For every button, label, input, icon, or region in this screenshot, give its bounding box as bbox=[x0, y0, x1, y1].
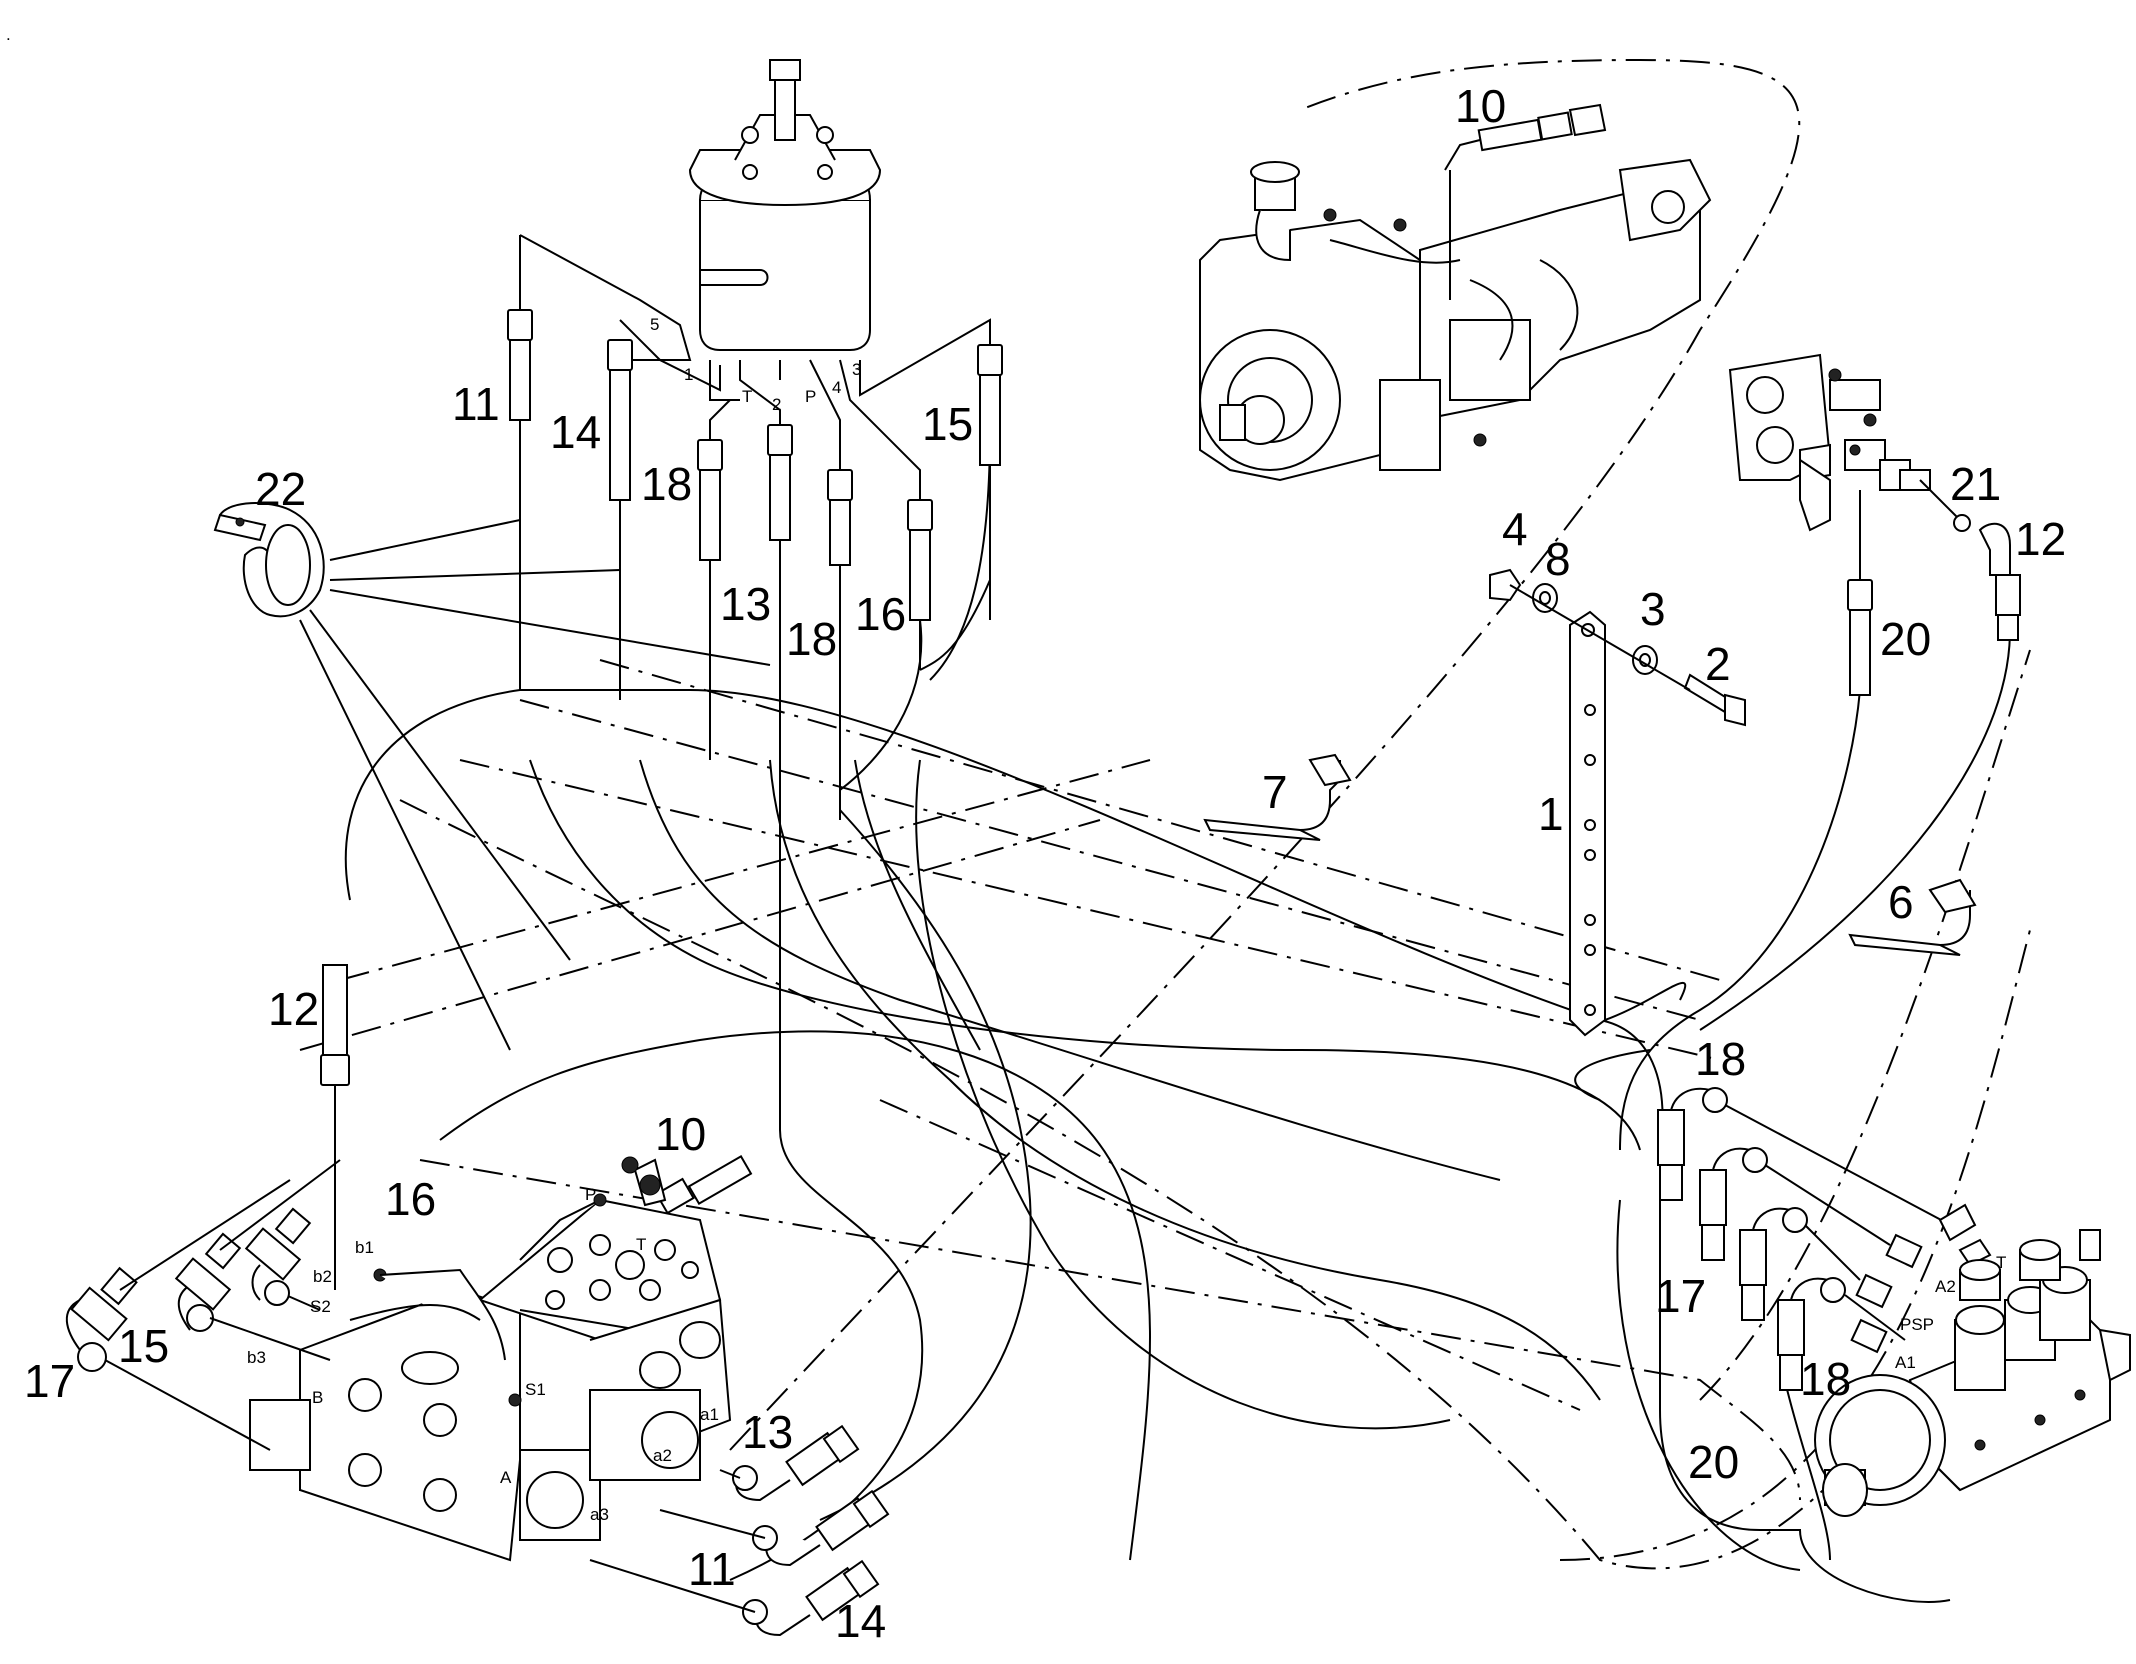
valve-port-hoses-right bbox=[589, 1424, 890, 1637]
valve-port-a2: a2 bbox=[653, 1446, 672, 1465]
callout-11-top: 11 bbox=[452, 378, 500, 430]
callout-4: 4 bbox=[1502, 503, 1528, 555]
callout-3: 3 bbox=[1640, 583, 1666, 635]
hose-15-top bbox=[977, 344, 1003, 466]
routing-dash-lines bbox=[299, 58, 2031, 1570]
callout-numbers: 10 11 14 18 13 18 16 15 22 12 10 16 15 1… bbox=[24, 80, 2066, 1647]
port-labels: 5 1 T 2 P 4 3 P T b1 b2 S2 b3 B S1 a1 a2… bbox=[247, 315, 2006, 1524]
bolt-nut-washers bbox=[1489, 568, 1746, 727]
right-hose-fittings bbox=[1657, 1087, 1992, 1391]
callout-12-right: 12 bbox=[2015, 513, 2066, 565]
valve-port-T: T bbox=[636, 1235, 646, 1254]
hose-18-top bbox=[697, 439, 723, 561]
callout-18-right: 18 bbox=[1695, 1033, 1746, 1085]
gear-pump bbox=[688, 59, 882, 351]
hose-16-top bbox=[907, 499, 933, 621]
callout-6: 6 bbox=[1888, 876, 1914, 928]
valve-port-B: B bbox=[312, 1388, 323, 1407]
hose-clamp-22 bbox=[213, 502, 325, 618]
hose-11-top bbox=[507, 309, 533, 421]
valve-port-hoses-left bbox=[65, 1159, 341, 1451]
callout-18-bottom-right: 18 bbox=[1800, 1353, 1851, 1405]
callout-7: 7 bbox=[1262, 766, 1288, 818]
callout-18-top: 18 bbox=[641, 458, 692, 510]
callout-20-top: 20 bbox=[1880, 613, 1931, 665]
callout-22: 22 bbox=[255, 463, 306, 515]
callout-18-mid: 18 bbox=[786, 613, 837, 665]
callout-15-top: 15 bbox=[922, 398, 973, 450]
valve-port-a1: a1 bbox=[700, 1405, 719, 1424]
callout-17-left: 17 bbox=[24, 1355, 75, 1407]
port-3: 3 bbox=[852, 360, 861, 379]
callout-10-top: 10 bbox=[1455, 80, 1506, 132]
mounting-bracket bbox=[1569, 610, 1606, 1037]
valve-port-b1: b1 bbox=[355, 1238, 374, 1257]
port-P: P bbox=[805, 387, 816, 406]
right-valve-block-top bbox=[1728, 353, 1931, 532]
hose-10-top bbox=[1444, 103, 1607, 300]
port-4: 4 bbox=[832, 378, 841, 397]
callout-8: 8 bbox=[1545, 533, 1571, 585]
manifold-port-PSP: PSP bbox=[1900, 1315, 1934, 1334]
valve-port-P: P bbox=[585, 1185, 596, 1204]
callout-20-bottom: 20 bbox=[1688, 1436, 1739, 1488]
callout-1: 1 bbox=[1538, 788, 1564, 840]
port-1: 1 bbox=[684, 365, 693, 384]
callout-21: 21 bbox=[1950, 458, 2001, 510]
clip-7 bbox=[1203, 753, 1352, 841]
callout-13-bottom: 13 bbox=[742, 1406, 793, 1458]
top-hose-stubs bbox=[507, 309, 1003, 621]
callout-17-right: 17 bbox=[1655, 1270, 1706, 1322]
callout-15-bottom: 15 bbox=[118, 1320, 169, 1372]
adapters bbox=[1850, 1203, 1992, 1354]
valve-port-S2: S2 bbox=[310, 1297, 331, 1316]
piston-pump bbox=[1199, 158, 1712, 482]
hose-12-left bbox=[320, 964, 350, 1290]
callout-13-top: 13 bbox=[720, 578, 771, 630]
manifold-port-A2: A2 bbox=[1935, 1277, 1956, 1296]
callout-11-bottom: 11 bbox=[688, 1543, 736, 1595]
right-valve-manifold bbox=[1814, 1229, 2131, 1517]
port-5: 5 bbox=[650, 315, 659, 334]
valve-port-a3: a3 bbox=[590, 1505, 609, 1524]
main-control-valve bbox=[249, 1156, 732, 1562]
callout-16-bottom: 16 bbox=[385, 1173, 436, 1225]
manifold-port-A1: A1 bbox=[1895, 1353, 1916, 1372]
corner-mark: . bbox=[6, 25, 11, 44]
hose-18b-top bbox=[827, 469, 853, 566]
callout-10-bottom: 10 bbox=[655, 1108, 706, 1160]
clip-6 bbox=[1848, 878, 1977, 956]
callout-14-bottom: 14 bbox=[835, 1595, 886, 1647]
callout-12-left: 12 bbox=[268, 983, 319, 1035]
valve-port-b2: b2 bbox=[313, 1267, 332, 1286]
callout-2: 2 bbox=[1705, 638, 1731, 690]
hose-routing-lines bbox=[344, 629, 2011, 1603]
manifold-port-T: T bbox=[1996, 1253, 2006, 1272]
valve-port-A: A bbox=[500, 1468, 512, 1487]
hose-21-12-20-right bbox=[1847, 479, 2021, 696]
callout-16-top: 16 bbox=[855, 588, 906, 640]
port-2: 2 bbox=[772, 395, 781, 414]
hose-14-top bbox=[607, 339, 633, 501]
valve-port-S1: S1 bbox=[525, 1380, 546, 1399]
callout-14-top: 14 bbox=[550, 406, 601, 458]
port-T: T bbox=[742, 387, 752, 406]
clamp-leader-lines bbox=[299, 519, 771, 1051]
port-leader-lines bbox=[519, 234, 991, 820]
valve-port-b3: b3 bbox=[247, 1348, 266, 1367]
hose-13-top bbox=[767, 424, 793, 541]
